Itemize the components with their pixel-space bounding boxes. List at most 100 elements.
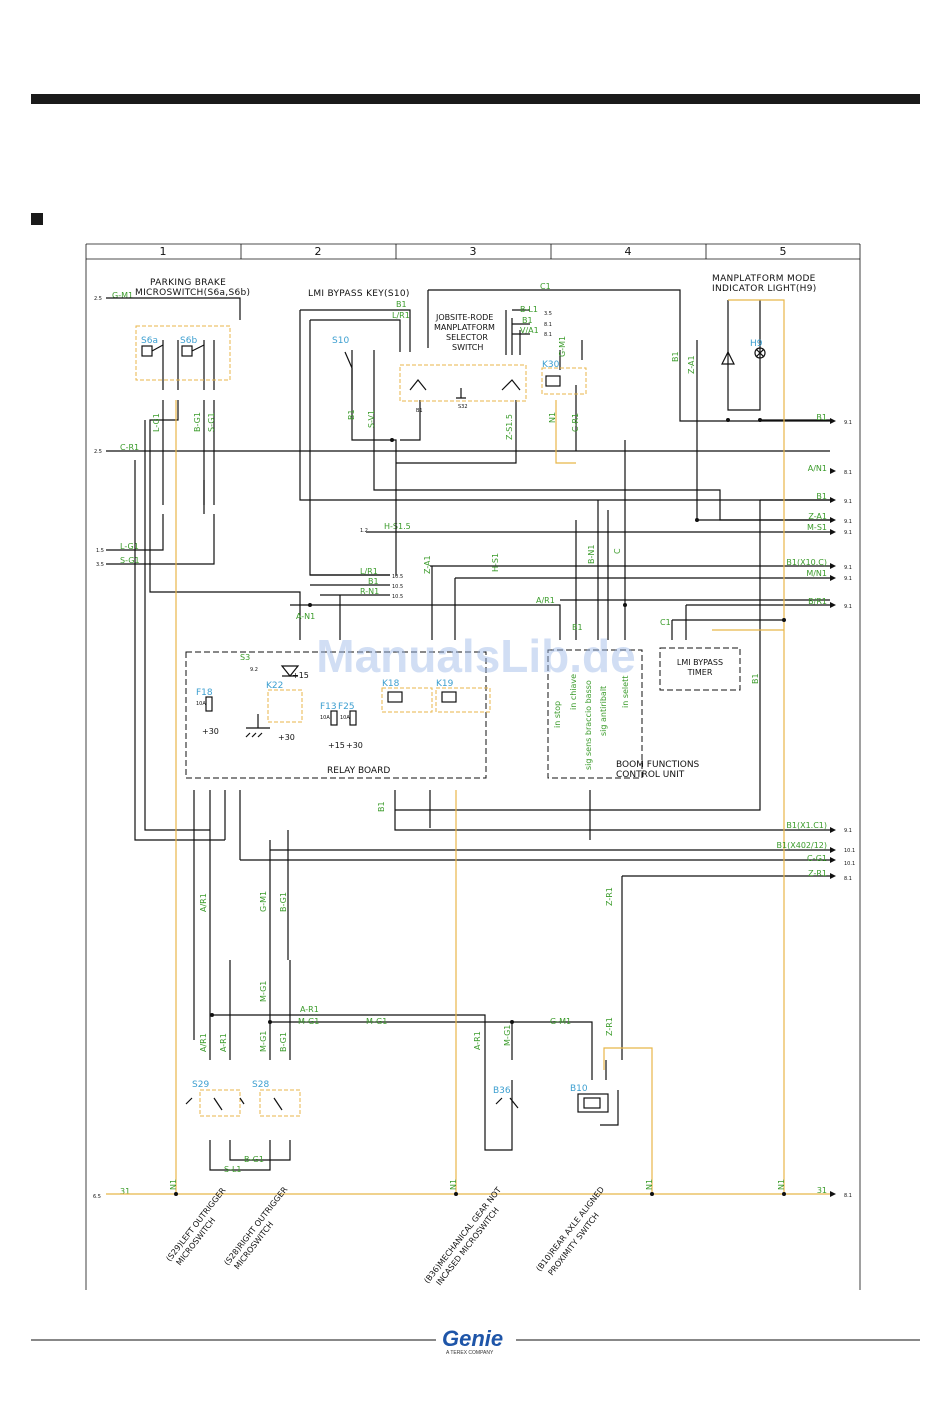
bottom-label-s28-1: (S28)RIGHT OUTRIGGER bbox=[222, 1185, 289, 1267]
section-marker bbox=[31, 213, 43, 225]
boom-signal-3: sig sens braccio basso bbox=[584, 680, 593, 770]
mid-ref-b1: 10.5 bbox=[392, 584, 403, 590]
boom-unit-label-2: CONTROL UNIT bbox=[616, 770, 685, 780]
right-ref-9: 10.1 bbox=[844, 848, 855, 854]
sel-ref-va1: 8.1 bbox=[544, 332, 552, 338]
wire-mg1-b36: M-G1 bbox=[503, 1025, 512, 1046]
ref-9-2: 9.2 bbox=[250, 667, 258, 673]
lmi-bypass-key-title: LMI BYPASS KEY(S10) bbox=[308, 289, 410, 299]
sel-wire-bl1: B-L1 bbox=[520, 305, 538, 314]
wire-mg1-vert: M-G1 bbox=[259, 981, 268, 1002]
right-ref-11: 8.1 bbox=[844, 876, 852, 882]
ref-sg1: 3.5 bbox=[96, 562, 104, 568]
wire-b1-s10: B1 bbox=[347, 409, 356, 420]
right-ref-wire-6: M/N1 bbox=[806, 569, 827, 578]
wire-cr1-left: C-R1 bbox=[120, 443, 139, 452]
boom-signal-4: sig antiribalt bbox=[599, 686, 608, 736]
column-5-label: 5 bbox=[780, 245, 787, 258]
ref-31-left: 6.5 bbox=[93, 1194, 101, 1200]
wire-sl1: S-L1 bbox=[224, 1165, 242, 1174]
column-3-label: 3 bbox=[470, 245, 477, 258]
right-arrows bbox=[830, 418, 836, 1197]
wire-hs1: H-S1 bbox=[491, 553, 500, 572]
wire-za1-top: Z-A1 bbox=[687, 355, 696, 374]
boom-signal-5: in selett bbox=[621, 676, 630, 708]
k18-relay-box bbox=[381, 687, 433, 713]
right-ref-8: 9.1 bbox=[844, 828, 852, 834]
wire-31-left: 31 bbox=[120, 1187, 130, 1196]
wire-sb1: B-G1 bbox=[244, 1155, 264, 1164]
genie-logo-sub: A TEREX COMPANY bbox=[446, 1350, 494, 1356]
sel-ref-b1: 8.1 bbox=[544, 322, 552, 328]
right-ref-0: 9.1 bbox=[844, 420, 852, 426]
k19-relay-box bbox=[435, 687, 491, 713]
b10-sensor-box bbox=[577, 1093, 609, 1113]
bottom-label-s29-1: (S29)LEFT OUTRIGGER bbox=[164, 1186, 227, 1263]
v30-c: +30 bbox=[346, 741, 363, 750]
fuse-f25-rating: 10A bbox=[340, 715, 350, 721]
switch-symbols bbox=[141, 344, 766, 1111]
k30-relay-box bbox=[541, 367, 587, 395]
wire-lr1-top: L/R1 bbox=[392, 311, 410, 320]
right-ref-wire-5: B1(X10.C) bbox=[786, 558, 827, 567]
k22-relay-box bbox=[267, 689, 303, 723]
bottom-labels: (S29)LEFT OUTRIGGER MICROSWITCH (S28)RIG… bbox=[164, 1185, 606, 1287]
wire-mg1-a: M-G1 bbox=[298, 1017, 319, 1026]
right-references: B1 9.1 A/N1 8.1 B1 9.1 Z-A1 9.1 M-S1 9.1… bbox=[777, 413, 856, 1199]
manplatform-title-1: MANPLATFORM MODE bbox=[712, 274, 816, 284]
right-ref-wire-2: B1 bbox=[816, 492, 827, 501]
wire-b1-top: B1 bbox=[396, 300, 407, 309]
wire-ar1-s29: A/R1 bbox=[199, 1033, 208, 1052]
wire-n1-right: N1 bbox=[777, 1179, 786, 1190]
s6b-label: S6b bbox=[180, 336, 197, 346]
jobsite-title-4: SWITCH bbox=[452, 343, 483, 352]
wire-s3: S3 bbox=[240, 653, 250, 662]
boom-signal-1: in stop bbox=[553, 701, 562, 728]
right-ref-4: 9.1 bbox=[844, 530, 852, 536]
wire-n1-k30: N1 bbox=[548, 412, 557, 423]
ref-gm1: 2.5 bbox=[94, 296, 102, 302]
lmi-bypass-timer bbox=[659, 647, 741, 691]
wire-bg1-s28: B-G1 bbox=[279, 1032, 288, 1052]
wire-ar1b-s29: A-R1 bbox=[219, 1033, 228, 1052]
right-ref-7: 9.1 bbox=[844, 604, 852, 610]
s32-label: S32 bbox=[458, 404, 468, 410]
ground-wiring bbox=[106, 299, 830, 1195]
column-4-label: 4 bbox=[625, 245, 632, 258]
bottom-label-b36-2: INCASED MICROSWITCH bbox=[434, 1206, 500, 1287]
lmi-timer-label-2: TIMER bbox=[687, 668, 713, 677]
jobsite-title-1: JOBSITE-RODE bbox=[435, 313, 493, 322]
wire-b1-sel: B1 bbox=[416, 408, 423, 414]
wire-b1-boom: B1 bbox=[572, 623, 583, 632]
k30-label: K30 bbox=[542, 360, 560, 370]
mid-wire-rn1: R-N1 bbox=[360, 587, 379, 596]
column-1-label: 1 bbox=[160, 245, 167, 258]
v15-a: +15 bbox=[292, 671, 309, 680]
boom-control-unit bbox=[547, 649, 643, 779]
v30-b: +30 bbox=[278, 733, 295, 742]
mid-wire-lr1: L/R1 bbox=[360, 567, 378, 576]
b36-label: B36 bbox=[493, 1086, 511, 1096]
wire-c1: C1 bbox=[540, 282, 551, 291]
right-ref-wire-1: A/N1 bbox=[808, 464, 827, 473]
watermark: ManualsLib.de bbox=[316, 630, 635, 682]
right-ref-1: 8.1 bbox=[844, 470, 852, 476]
v15-b: +15 bbox=[328, 741, 345, 750]
manplatform-title-2: INDICATOR LIGHT(H9) bbox=[712, 284, 817, 294]
right-ref-wire-12: 31 bbox=[817, 1186, 827, 1195]
logo-backdrop bbox=[436, 1326, 516, 1352]
bottom-label-b10-1: (B10)REAR AXLE ALIGNED bbox=[534, 1185, 606, 1273]
wire-bg1-low: B-G1 bbox=[279, 892, 288, 912]
mid-wire-b1: B1 bbox=[368, 577, 379, 586]
wire-zs15: Z-S1.5 bbox=[505, 414, 514, 440]
wire-c1-timer: C1 bbox=[660, 618, 671, 627]
parking-brake-switch-box bbox=[135, 325, 231, 381]
s29-label: S29 bbox=[192, 1080, 209, 1090]
lmi-timer-label-1: LMI BYPASS bbox=[677, 658, 723, 667]
fuse-f18-rating: 10A bbox=[196, 701, 206, 707]
boom-unit-label-1: BOOM FUNCTIONS bbox=[616, 760, 700, 770]
wire-mg1-s28: M-G1 bbox=[259, 1031, 268, 1052]
h9-label: H9 bbox=[750, 339, 763, 349]
wire-mg1-b: M-G1 bbox=[366, 1017, 387, 1026]
